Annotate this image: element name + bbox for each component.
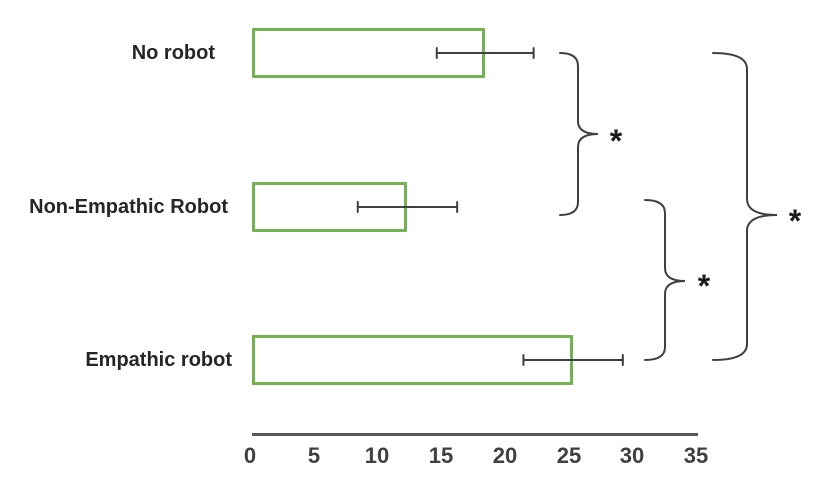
x-tick-label: 35 [683,443,709,468]
x-tick-label: 0 [243,443,257,468]
significance-asterisk: * [698,268,711,304]
x-tick-label: 10 [364,443,390,468]
significance-asterisk: * [789,203,802,239]
x-axis-line [252,433,698,436]
significance-brace [644,199,686,361]
x-tick-label: 5 [307,443,321,468]
category-label: No robot [131,42,215,64]
category-label: Empathic robot [85,349,232,371]
x-tick-label: 30 [619,443,645,468]
significance-brace [559,52,599,216]
x-tick-label: 20 [492,443,518,468]
x-tick-label: 25 [556,443,582,468]
bar [252,182,407,232]
category-label: Non-Empathic Robot [29,196,228,218]
significance-brace [712,52,778,361]
bar [252,28,485,78]
significance-asterisk: * [610,123,623,159]
bar [252,335,573,385]
x-tick-label: 15 [428,443,454,468]
